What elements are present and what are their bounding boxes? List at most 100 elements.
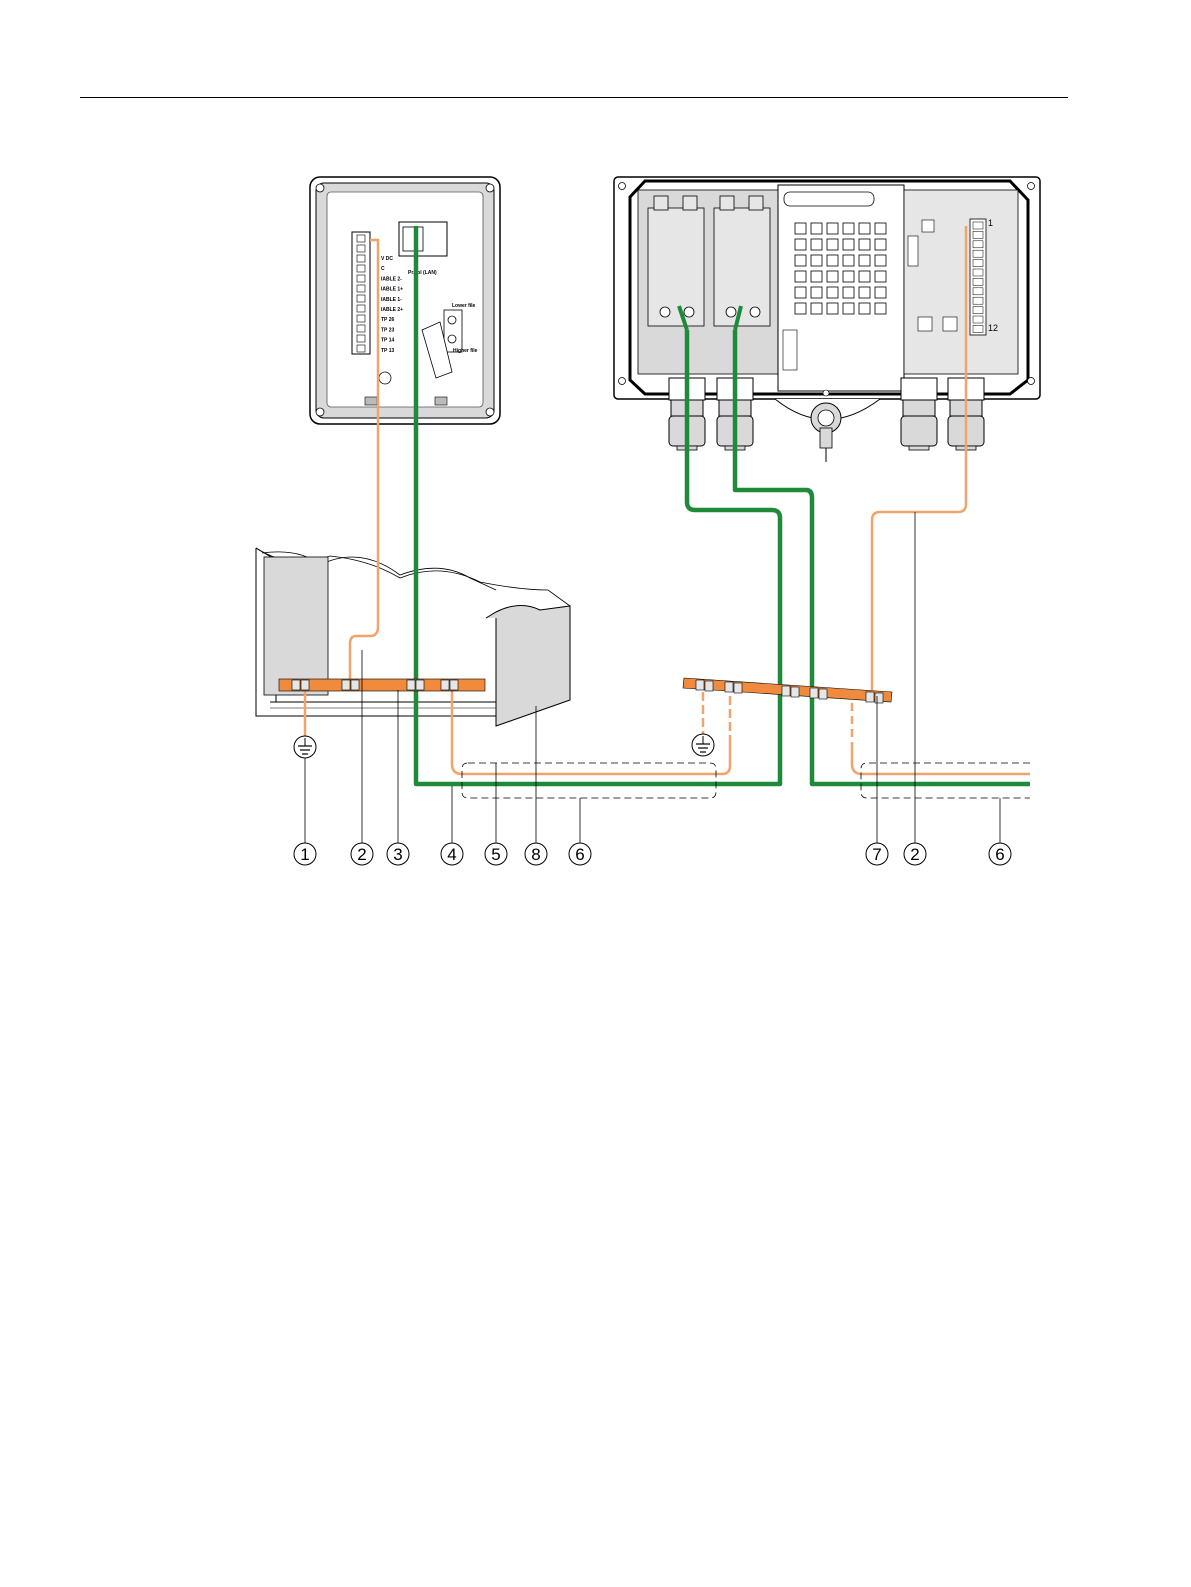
terminal-label: C (381, 266, 385, 272)
vent-slot (843, 303, 854, 314)
terminal-cell (357, 265, 365, 272)
shield-clamp (696, 680, 704, 690)
power-module-left (648, 196, 704, 326)
shield-clamp (734, 683, 742, 693)
terminal-cell (357, 295, 365, 302)
terminal-cell (973, 269, 983, 276)
terminal-cell (357, 235, 365, 242)
terminal-block (352, 232, 370, 354)
terminal-cell (973, 250, 983, 257)
vent-slot (795, 239, 806, 250)
callout-2: 2 (351, 843, 373, 865)
vent-slot (795, 223, 806, 234)
vent-slot (859, 255, 870, 266)
terminal-cell (357, 315, 365, 322)
callout-1: 1 (294, 843, 316, 865)
vent-slot (859, 271, 870, 282)
callout-6: 6 (569, 843, 591, 865)
callout-number: 3 (393, 845, 402, 864)
shield-clamp (342, 680, 350, 690)
terminal-cell (973, 222, 983, 229)
terminal-label: TP 13 (381, 348, 394, 354)
terminal-label: IABLE 2- (381, 276, 402, 282)
callout-number: 7 (872, 845, 881, 864)
terminal-cell (357, 325, 365, 332)
shield-clamp (351, 680, 359, 690)
shield-clamp (725, 682, 733, 692)
terminal-number-top: 1 (988, 218, 993, 228)
terminal-cell (357, 285, 365, 292)
callout-5: 5 (485, 843, 507, 865)
callout-7: 7 (866, 843, 888, 865)
callout-number: 2 (357, 845, 366, 864)
cable-gland (901, 378, 937, 450)
ground-symbol-icon (692, 734, 714, 756)
terminal-cell (357, 345, 365, 352)
vent-slot (827, 223, 838, 234)
terminal-cell (973, 260, 983, 267)
vent-slot (795, 287, 806, 298)
vent-slot (827, 287, 838, 298)
callout-number: 4 (447, 845, 456, 864)
cable-shield-outline (462, 763, 1030, 798)
terminal-cell (973, 278, 983, 285)
ground-symbol-icon (294, 736, 316, 758)
vent-slot (811, 239, 822, 250)
vent-slot (859, 239, 870, 250)
shield-clamp (416, 680, 424, 690)
terminal-cell (357, 245, 365, 252)
vent-slot (843, 255, 854, 266)
terminal-cell (973, 288, 983, 295)
terminal-label: V DC (381, 256, 393, 262)
shield-clamp (441, 680, 449, 690)
callout-8: 8 (525, 843, 547, 865)
callout-leaders (305, 512, 1000, 843)
center-cover (778, 185, 904, 391)
vent-slot (827, 303, 838, 314)
shield-clamp (407, 680, 415, 690)
shield-clamp (301, 680, 309, 690)
callout-3: 3 (387, 843, 409, 865)
terminal-number-bottom: 12 (988, 323, 998, 333)
callout-number: 6 (995, 845, 1004, 864)
shield-clamp (875, 693, 883, 703)
right-device: 1 12 (614, 177, 1040, 462)
callout-6: 6 (989, 843, 1011, 865)
vent-slot (859, 287, 870, 298)
vent-slot (811, 271, 822, 282)
terminal-cell (973, 316, 983, 323)
shield-clamp (782, 686, 790, 696)
shield-clamp (705, 681, 713, 691)
terminal-label: TP 26 (381, 317, 394, 323)
terminal-cell (973, 241, 983, 248)
terminal-label: TP 14 (381, 338, 394, 344)
vent-slot (859, 303, 870, 314)
callout-2: 2 (904, 843, 926, 865)
shield-clamp (292, 680, 300, 690)
terminal-label: IABLE 1- (381, 297, 402, 303)
terminal-cell (357, 275, 365, 282)
vent-slot (859, 223, 870, 234)
terminal-cell (973, 231, 983, 238)
vent-slot (875, 255, 886, 266)
terminal-cell (973, 297, 983, 304)
shield-clamp (791, 687, 799, 697)
vent-slot (811, 255, 822, 266)
terminal-label: IABLE 2+ (381, 307, 403, 313)
terminal-cell (357, 305, 365, 312)
shield-bar-cabinet (279, 679, 485, 691)
vent-slot (811, 287, 822, 298)
switch-bottom-label: Higher file (453, 348, 478, 354)
vent-slot (875, 223, 886, 234)
terminal-cell (973, 325, 983, 332)
callout-number: 6 (575, 845, 584, 864)
port-label: Pr...ol (LAN) (408, 270, 437, 276)
vent-slot (843, 271, 854, 282)
shield-clamp (450, 680, 458, 690)
vent-slot (875, 287, 886, 298)
terminal-label: IABLE 1+ (381, 287, 403, 293)
cabinet (256, 548, 570, 726)
switch-top-label: Lower file (452, 303, 476, 309)
vent-slot (843, 287, 854, 298)
callout-number: 5 (491, 845, 500, 864)
